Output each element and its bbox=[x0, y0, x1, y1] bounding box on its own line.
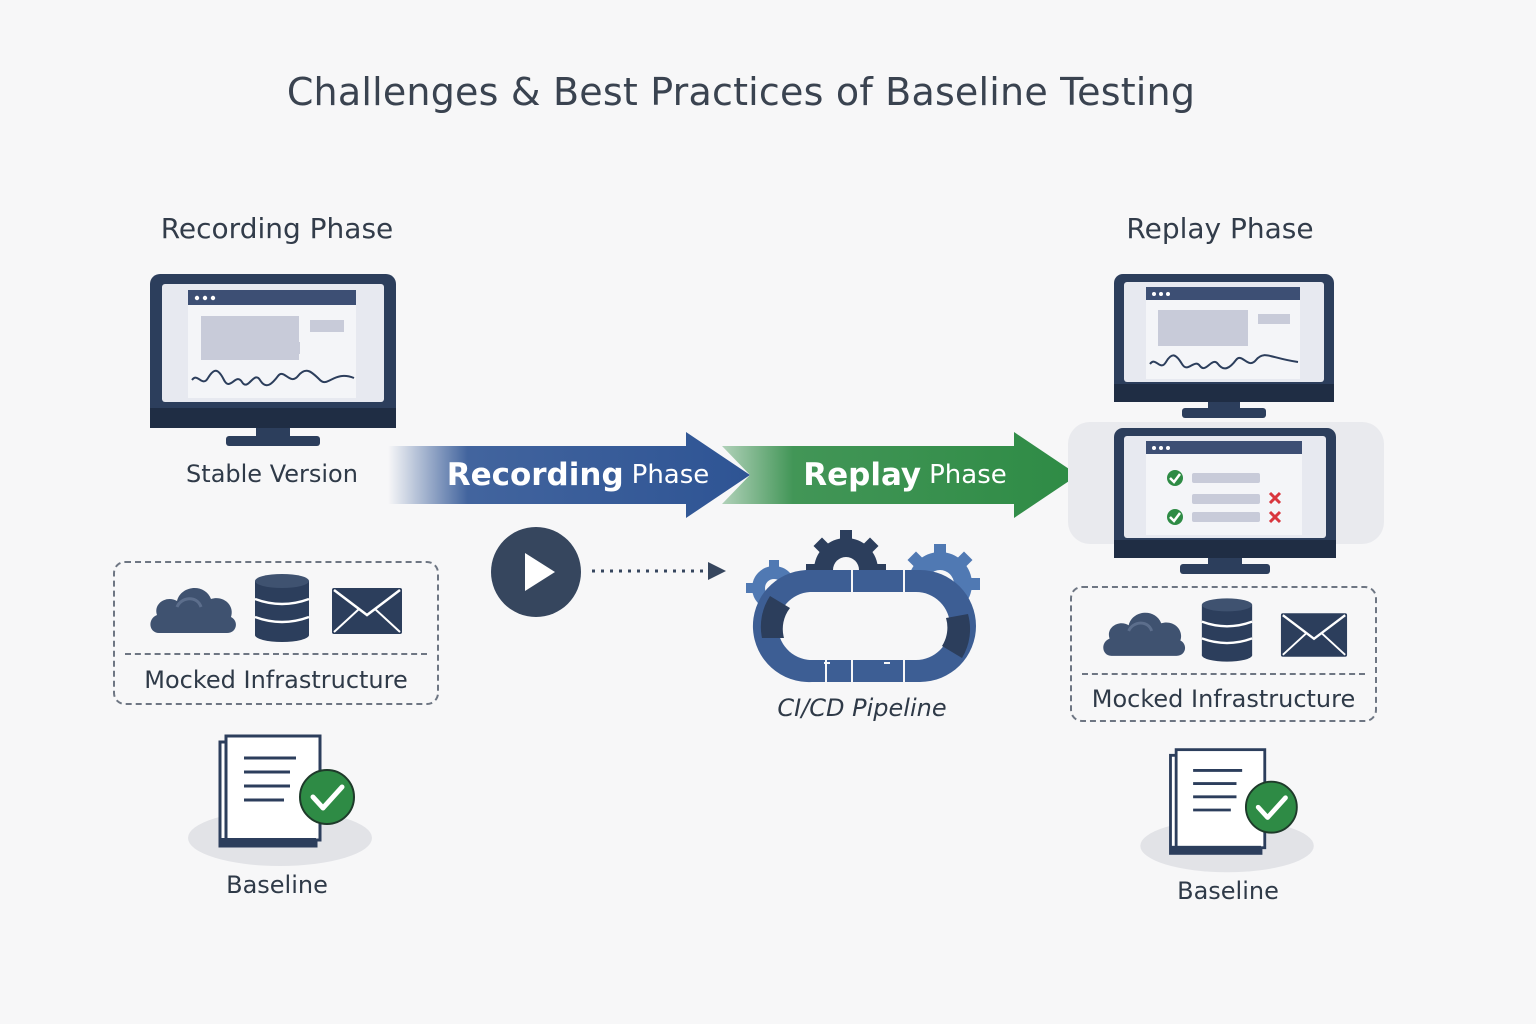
mail-icon bbox=[331, 587, 403, 635]
replay-monitor-results bbox=[1112, 426, 1338, 580]
play-button[interactable] bbox=[489, 526, 583, 618]
pass-check-icon bbox=[1167, 470, 1183, 486]
ci-cd-pipeline-label: CI/CD Pipeline bbox=[777, 694, 947, 722]
recording-arrow-label: Recording bbox=[446, 457, 624, 493]
fail-cross-icon bbox=[1268, 510, 1282, 524]
replay-monitor-top bbox=[1112, 272, 1336, 422]
right-mocked-infrastructure-label: Mocked Infrastructure bbox=[1091, 685, 1356, 713]
play-icon bbox=[525, 553, 555, 591]
fail-cross-icon bbox=[1268, 491, 1282, 505]
left-mocked-infrastructure: Mocked Infrastructure bbox=[113, 561, 439, 705]
recording-arrow-sublabel: Phase bbox=[631, 460, 710, 490]
cloud-icon bbox=[147, 577, 239, 635]
database-icon bbox=[1200, 596, 1254, 664]
pass-check-icon bbox=[1167, 509, 1183, 525]
replay-arrow-sublabel: Phase bbox=[929, 460, 1007, 490]
database-icon bbox=[253, 573, 311, 643]
ci-cd-pipeline-graphic bbox=[744, 528, 988, 688]
recording-phase-heading: Recording Phase bbox=[160, 212, 394, 245]
replay-phase-arrow: Replay Phase bbox=[720, 430, 1082, 520]
dotted-connector-arrow bbox=[590, 560, 730, 584]
recording-phase-arrow: Recording Phase bbox=[388, 430, 752, 520]
stable-version-label: Stable Version bbox=[186, 460, 358, 488]
replay-arrow-label: Replay bbox=[803, 457, 922, 493]
cloud-icon bbox=[1100, 602, 1188, 658]
left-baseline-document bbox=[186, 730, 376, 870]
replay-phase-heading: Replay Phase bbox=[1126, 212, 1314, 245]
check-badge-icon bbox=[1244, 780, 1298, 834]
left-baseline-label: Baseline bbox=[226, 871, 328, 899]
right-baseline-label: Baseline bbox=[1177, 877, 1279, 905]
check-badge-icon bbox=[299, 769, 355, 825]
left-mocked-infrastructure-label: Mocked Infrastructure bbox=[144, 666, 408, 694]
right-baseline-document bbox=[1136, 744, 1320, 876]
right-mocked-infrastructure: Mocked Infrastructure bbox=[1070, 586, 1377, 722]
page-title: Challenges & Best Practices of Baseline … bbox=[286, 70, 1196, 114]
stable-version-monitor bbox=[148, 272, 398, 450]
mail-icon bbox=[1280, 612, 1348, 658]
